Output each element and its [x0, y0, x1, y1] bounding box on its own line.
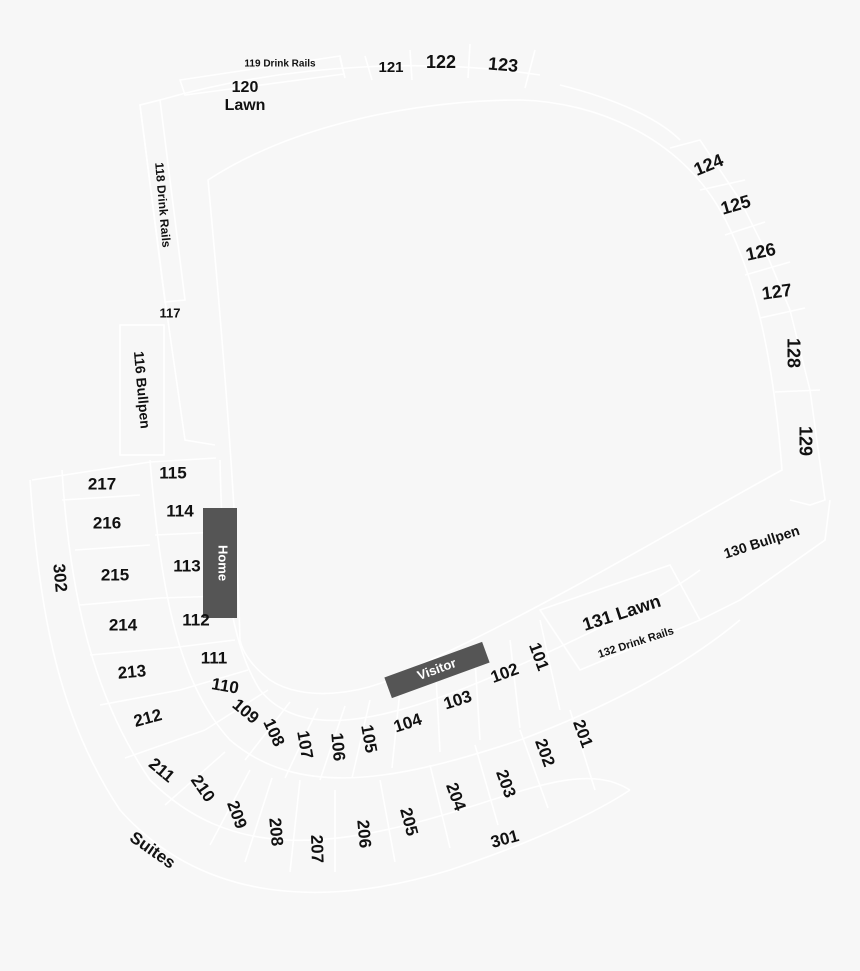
section-115[interactable]: 115 [159, 463, 186, 482]
lower-dividers [149, 457, 561, 781]
section-213[interactable]: 213 [117, 661, 147, 682]
section-120[interactable]: 120 [232, 79, 259, 96]
home-dugout[interactable]: Home [203, 508, 237, 618]
section-111[interactable]: 111 [201, 648, 228, 667]
section-123[interactable]: 123 [487, 53, 519, 76]
drink-rail-left [139, 99, 186, 303]
section-302[interactable]: 302 [49, 563, 70, 593]
section-114[interactable]: 114 [166, 501, 194, 520]
section-112[interactable]: 112 [182, 610, 209, 629]
section-129[interactable]: 129 [795, 426, 815, 456]
section-208[interactable]: 208 [265, 817, 286, 847]
section-214[interactable]: 214 [109, 615, 138, 634]
section-127[interactable]: 127 [761, 280, 794, 304]
lower-bowl-outer [149, 459, 741, 779]
section-106[interactable]: 106 [327, 732, 348, 762]
bullpen-box-left [119, 324, 165, 456]
section-216[interactable]: 216 [93, 513, 121, 532]
section-107[interactable]: 107 [293, 729, 317, 760]
home-dugout-label: Home [216, 545, 231, 581]
outfield-wall [159, 65, 681, 141]
section-113[interactable]: 113 [173, 556, 200, 575]
section-119[interactable]: 119 Drink Rails [244, 59, 316, 70]
right-field-wall [669, 139, 826, 506]
section-128[interactable]: 128 [783, 338, 803, 368]
section-110[interactable]: 110 [210, 674, 240, 697]
home-dugout-bench [203, 508, 237, 618]
right-lawn-block [538, 499, 831, 671]
section-121[interactable]: 121 [378, 59, 403, 76]
section-116[interactable]: 116 Bullpen [131, 350, 154, 429]
section-122[interactable]: 122 [426, 52, 456, 72]
section-120-lawn[interactable]: Lawn [225, 97, 266, 114]
section-105[interactable]: 105 [357, 723, 381, 754]
section-215[interactable]: 215 [101, 565, 129, 584]
upper-bowl-outer [29, 479, 631, 894]
section-207[interactable]: 207 [307, 834, 327, 863]
upper-dividers [31, 461, 596, 873]
visitor-dugout-bench [384, 641, 490, 699]
drink-rail-top [178, 55, 345, 96]
section-117[interactable]: 117 [160, 305, 181, 320]
section-206[interactable]: 206 [353, 819, 374, 849]
section-217[interactable]: 217 [88, 474, 116, 493]
